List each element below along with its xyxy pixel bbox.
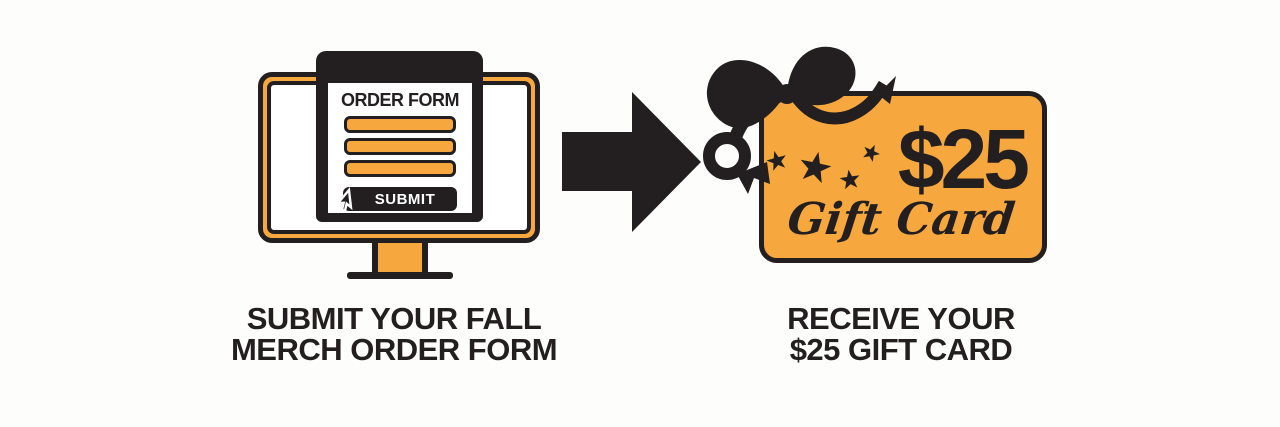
left-caption-line2: MERCH ORDER FORM xyxy=(230,332,558,367)
mouse-cursor-icon xyxy=(334,186,364,216)
right-arrow-icon xyxy=(562,92,701,237)
order-form: ORDER FORM SUBMIT xyxy=(328,83,472,213)
star-icon xyxy=(839,169,860,190)
right-caption-line2: $25 GIFT CARD xyxy=(789,332,1013,367)
right-caption: RECEIVE YOUR $25 GIFT CARD xyxy=(717,303,1085,365)
form-field xyxy=(344,160,456,177)
submit-button-graphic: SUBMIT xyxy=(335,187,457,213)
form-field xyxy=(344,116,456,133)
star-icon xyxy=(800,151,832,184)
order-form-window: ORDER FORM SUBMIT xyxy=(316,51,483,222)
form-field xyxy=(344,138,456,155)
order-form-title: ORDER FORM xyxy=(341,90,460,110)
monitor-stand xyxy=(372,243,428,273)
gift-card-amount: $25 xyxy=(897,112,1030,206)
left-caption-line1: SUBMIT YOUR FALL xyxy=(246,301,542,336)
gift-card-label: Gift Card xyxy=(784,194,1018,245)
right-caption-line1: RECEIVE YOUR xyxy=(787,301,1015,336)
stars-icon xyxy=(755,135,890,200)
ribbon-bow-icon xyxy=(690,40,910,225)
star-icon xyxy=(863,144,880,162)
left-caption: SUBMIT YOUR FALL MERCH ORDER FORM xyxy=(210,303,578,365)
monitor-base xyxy=(347,272,453,279)
submit-button-label: SUBMIT xyxy=(374,190,436,208)
star-icon xyxy=(766,150,786,171)
order-form-fields xyxy=(328,116,472,177)
